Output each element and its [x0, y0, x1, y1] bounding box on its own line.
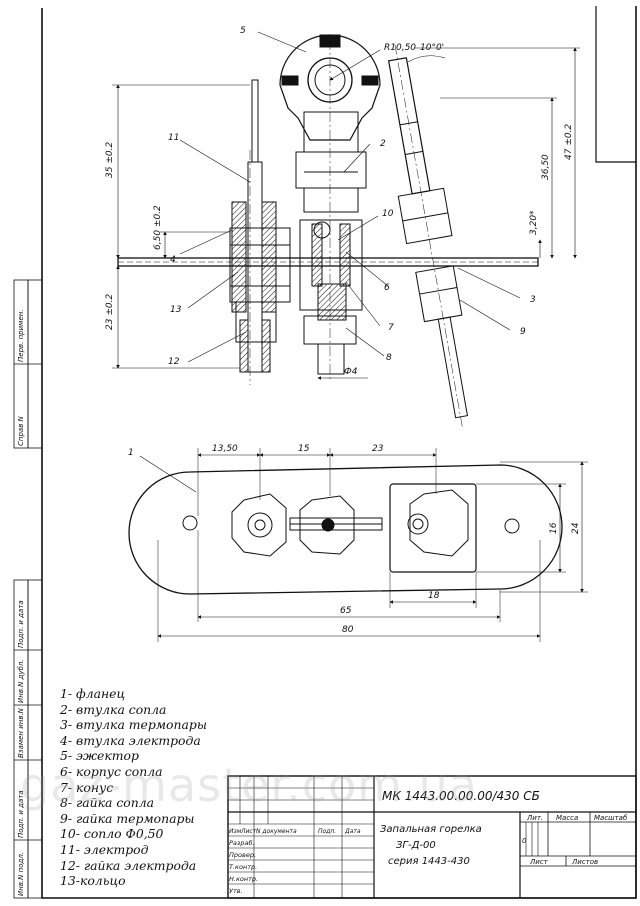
parts-list-item: 2- втулка сопла — [60, 701, 167, 717]
dimension-h650: 6,50 ±0.2 — [153, 205, 163, 250]
rev-header-sign: Подп. — [318, 828, 336, 835]
dimension-layer: R10,50 10°0' 35 ±0.2 6,50 ±0.2 23 ±0.2 36,50 4… — [105, 43, 581, 635]
dimension-radius: R10,50 — [384, 43, 416, 53]
parts-list-item: 11- электрод — [60, 841, 149, 857]
parts-list-item: 7- конус — [60, 779, 114, 795]
sign-row-prover: Провер. — [229, 851, 256, 859]
drawing-code: МК 1443.00.00.00/430 СБ — [382, 789, 540, 803]
header-lit: Лит. — [526, 814, 543, 822]
dimension-h47: 47 ±0.2 — [564, 124, 574, 160]
parts-list-item: 4- втулка электрода — [60, 732, 201, 748]
dimension-h24: 24 — [571, 522, 581, 534]
parts-list-item: 5- эжектор — [60, 748, 139, 764]
parts-list-item: 12- гайка электрода — [60, 857, 197, 873]
rev-header-date: Дата — [344, 828, 361, 835]
callout-number: 7 — [388, 323, 394, 333]
callout-number: 13 — [170, 305, 182, 315]
parts-list-item: 6- корпус сопла — [60, 763, 163, 779]
dimension-w80: 80 — [342, 625, 354, 635]
drawing-name-1: Запальная горелка — [380, 824, 482, 835]
callout-number: 8 — [386, 353, 392, 363]
side-label-podl: Инв.N подл. — [17, 851, 25, 896]
callout-number: 3 — [530, 295, 536, 305]
header-scale: Масштаб — [594, 814, 628, 822]
side-label-dubl: Инв.N дубл. — [17, 659, 25, 703]
dimension-h35: 35 ±0.2 — [105, 142, 115, 178]
section-view — [112, 31, 580, 429]
side-label-podp1: Подп. и дата — [17, 600, 25, 648]
side-label-vzamen: Взамен инв.N — [17, 708, 25, 758]
dimension-w18: 18 — [428, 591, 440, 601]
plan-view — [128, 448, 588, 642]
title-block — [227, 775, 637, 899]
dimension-w23: 23 — [372, 444, 384, 454]
drawing-name-2: ЗГ-Д-00 — [396, 840, 436, 851]
parts-list-item: 9- гайка термопары — [60, 810, 195, 826]
callout-number: 5 — [240, 26, 246, 36]
callout-number: 12 — [168, 357, 180, 367]
header-sheet: Лист — [529, 858, 549, 866]
dimension-w65: 65 — [340, 606, 352, 616]
drawing-name-3: серия 1443-430 — [388, 856, 470, 867]
dimension-dia4: Ф4 — [344, 367, 358, 377]
sign-row-utv: Утв. — [229, 887, 243, 895]
dimension-h3650: 36,50 — [541, 154, 551, 180]
callout-layer: 5 11 2 10 4 13 6 7 3 9 12 8 1 — [128, 26, 536, 458]
header-sheets: Листов — [571, 858, 598, 866]
parts-list-item: 8- гайка сопла — [60, 795, 155, 811]
sign-row-nkontr: Н.контр. — [229, 875, 258, 883]
parts-list: 1- фланец 2- втулка сопла 3- втулка терм… — [60, 686, 207, 889]
callout-number: 2 — [380, 139, 386, 149]
callout-number: 6 — [384, 283, 390, 293]
rev-header-list: Лист — [240, 828, 257, 835]
callout-number: 10 — [382, 209, 394, 219]
parts-list-item: 10- сопло Ф0,50 — [60, 826, 164, 842]
callout-number: 4 — [170, 255, 176, 265]
watermark: gaz-master.com.ua — [20, 758, 478, 812]
dimension-h320: 3,20* — [529, 210, 539, 235]
callout-number: 1 — [128, 448, 134, 458]
sign-row-tkontr: Т.контр. — [229, 863, 257, 871]
dimension-h16: 16 — [549, 522, 559, 534]
side-label-sprav: Справ N — [17, 416, 25, 446]
callout-number: 11 — [168, 133, 179, 143]
dimension-w1350: 13,50 — [212, 444, 238, 454]
parts-list-item: 13-кольцо — [60, 873, 126, 889]
rev-header-doc: N документа — [256, 828, 297, 835]
dimension-w15: 15 — [298, 444, 310, 454]
callout-number: 9 — [520, 327, 526, 337]
side-label-perv: Перв. примен. — [17, 309, 25, 362]
parts-list-item: 1- фланец — [60, 686, 126, 701]
dimension-angle: 10°0' — [420, 43, 444, 53]
header-mass: Масса — [556, 814, 578, 822]
parts-list-item: 3- втулка термопары — [60, 717, 207, 733]
dimension-h23: 23 ±0.2 — [105, 294, 115, 330]
stage-value: 0 — [522, 837, 527, 845]
rev-header-izm: Изм — [229, 828, 242, 835]
sign-row-razrab: Разраб. — [229, 839, 255, 847]
